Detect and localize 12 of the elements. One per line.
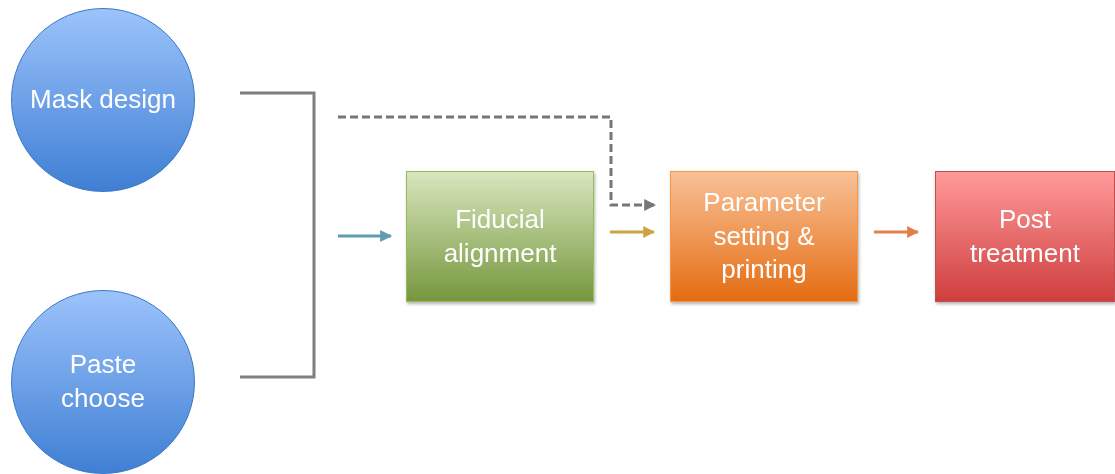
node-label: Post treatment [969, 202, 1081, 270]
arrow [338, 115, 657, 211]
node-label: Parameter setting & printing [702, 185, 826, 287]
process-box [935, 171, 1115, 302]
node-label: Paste choose [60, 348, 146, 415]
arrow [610, 226, 656, 238]
arrow [874, 226, 920, 238]
arrow [338, 230, 393, 242]
node-label: Fiducial alignment [442, 202, 558, 270]
process-box [670, 171, 858, 302]
node-label: Mask design [29, 83, 177, 117]
process-box [406, 171, 594, 302]
